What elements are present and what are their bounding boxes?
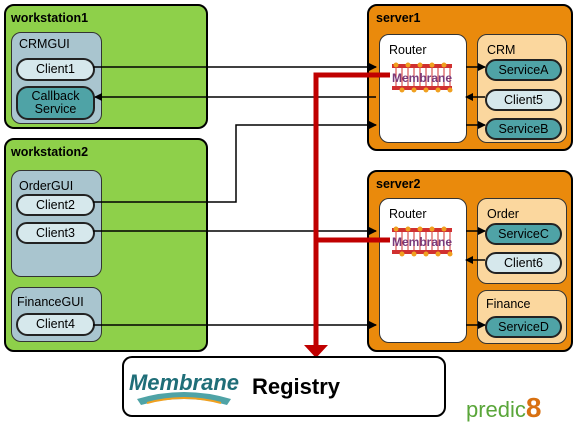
- workstation1-title: workstation1: [11, 11, 89, 25]
- financegui-group: FinanceGUI Client4: [11, 287, 102, 342]
- financegui-title: FinanceGUI: [17, 295, 84, 309]
- crm-group: CRM ServiceA Client5 ServiceB: [477, 34, 567, 143]
- server1-router-label: Router: [389, 43, 427, 57]
- crmgui-title: CRMGUI: [19, 37, 70, 51]
- registry-box: Membrane Registry: [122, 356, 446, 417]
- predic8-brand: predic8: [466, 392, 542, 424]
- workstation1-box: workstation1 CRMGUI Client1 Callback Ser…: [4, 4, 208, 129]
- registry-label: Registry: [252, 374, 341, 399]
- finance-title: Finance: [486, 297, 531, 311]
- server2-router-label: Router: [389, 207, 427, 221]
- crmgui-group: CRMGUI Client1 Callback Service: [11, 32, 102, 124]
- brand-name: predic: [466, 397, 526, 422]
- ordergui-group: OrderGUI Client2 Client3: [11, 170, 102, 277]
- client4-component[interactable]: Client4: [16, 313, 95, 336]
- ordergui-title: OrderGUI: [19, 179, 74, 193]
- server2-box: server2 Router Membrane Order ServiceC C…: [367, 170, 573, 352]
- workstation2-title: workstation2: [11, 145, 89, 159]
- client5-component[interactable]: Client5: [485, 89, 562, 111]
- registry-logo-text: Membrane: [129, 370, 239, 395]
- server1-title: server1: [376, 11, 421, 25]
- server1-router-logo-text: Membrane: [392, 71, 452, 85]
- server1-box: server1 Router Membrane CRM ServiceA Cli…: [367, 4, 573, 151]
- membrane-logo: Membrane: [129, 370, 239, 405]
- server2-router: Router Membrane: [379, 198, 467, 343]
- order-group: Order ServiceC Client6: [477, 198, 567, 284]
- finance-group: Finance ServiceD: [477, 290, 567, 344]
- membrane-router-logo: Membrane: [392, 62, 453, 93]
- client2-component[interactable]: Client2: [16, 194, 95, 216]
- serviced-component[interactable]: ServiceD: [485, 316, 562, 338]
- callback-service-component[interactable]: Callback Service: [16, 86, 95, 120]
- order-title: Order: [487, 207, 519, 221]
- server2-title: server2: [376, 177, 421, 191]
- workstation2-box: workstation2 OrderGUI Client2 Client3 Fi…: [4, 138, 208, 352]
- servicea-component[interactable]: ServiceA: [485, 59, 562, 81]
- serviceb-component[interactable]: ServiceB: [485, 118, 562, 140]
- membrane-router-logo: Membrane: [392, 226, 453, 257]
- servicec-component[interactable]: ServiceC: [485, 223, 562, 245]
- client1-component[interactable]: Client1: [16, 58, 95, 81]
- crm-title: CRM: [487, 43, 516, 57]
- brand-suffix: 8: [525, 392, 542, 423]
- server2-router-logo-text: Membrane: [392, 235, 452, 249]
- client6-component[interactable]: Client6: [485, 252, 562, 274]
- server1-router: Router Membrane: [379, 34, 467, 143]
- client3-component[interactable]: Client3: [16, 222, 95, 244]
